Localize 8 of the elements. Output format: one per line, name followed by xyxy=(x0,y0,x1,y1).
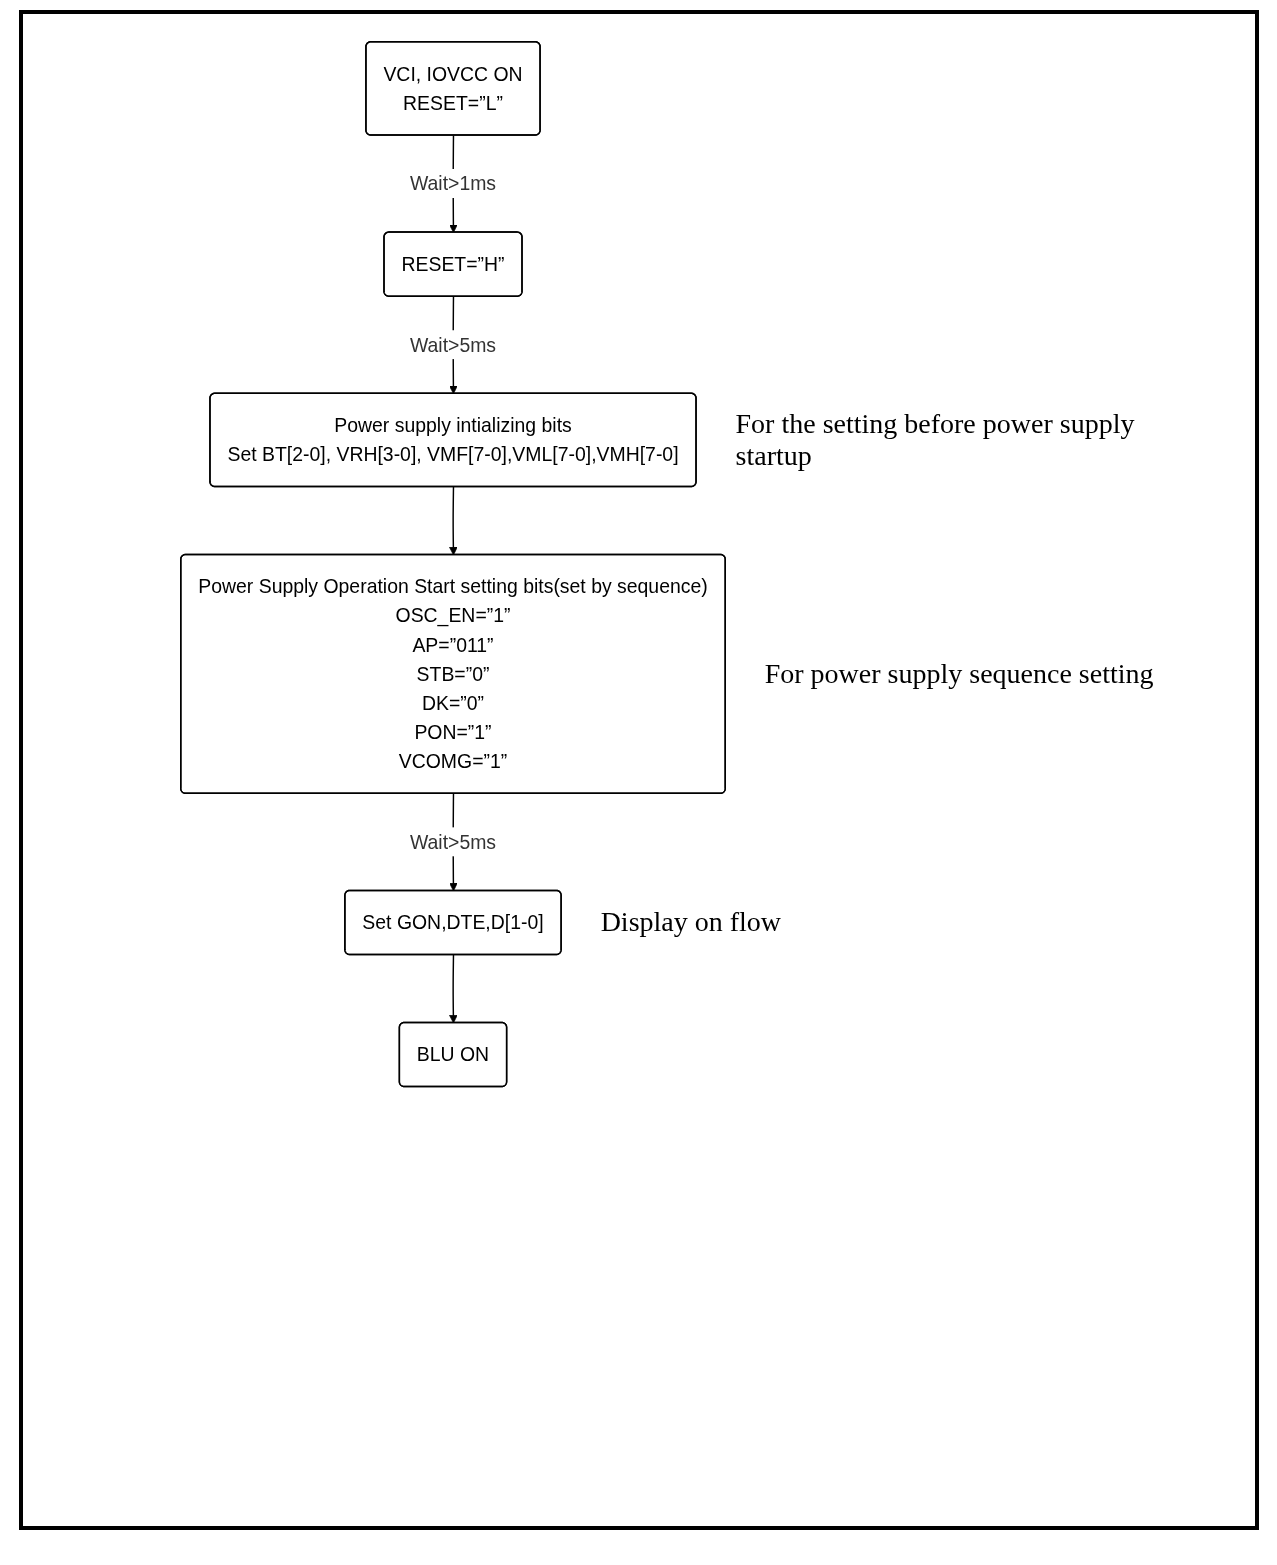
edge-label: Wait>1ms xyxy=(409,172,496,195)
edge-label: Wait>5ms xyxy=(409,831,496,853)
side-note: For the setting before power supply startup xyxy=(735,407,1136,472)
edge-label: Wait>5ms xyxy=(409,334,496,356)
arrow xyxy=(448,954,458,1024)
side-note: For power supply sequence setting xyxy=(764,657,1155,690)
side-note: Display on flow xyxy=(600,906,783,939)
arrow xyxy=(448,486,458,556)
